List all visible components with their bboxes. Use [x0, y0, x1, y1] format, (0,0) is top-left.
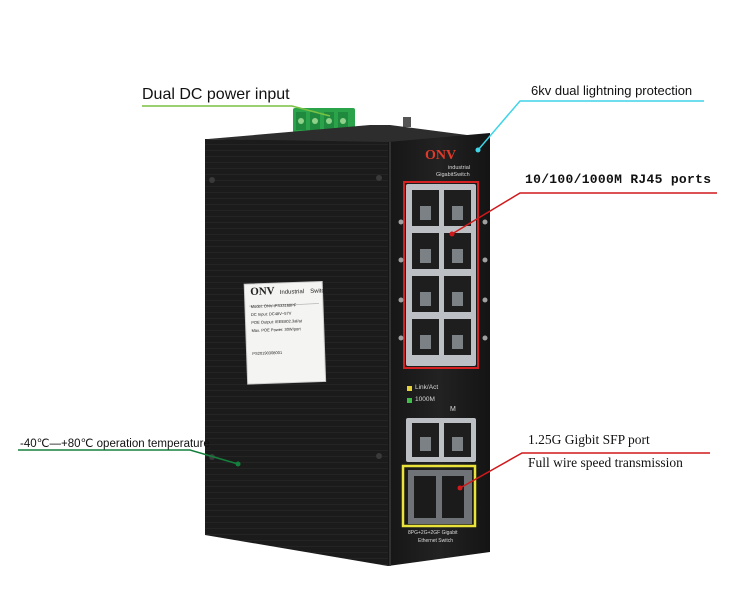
front-brand-logo: ONV — [425, 148, 457, 163]
uplink-rj45-ports — [406, 418, 476, 462]
callout-operation-temperature: -40℃—+80℃ operation temperature — [20, 438, 210, 450]
1000m-led-icon — [407, 398, 412, 403]
lightning-leader-line — [477, 100, 704, 151]
sfp-highlight-box — [401, 464, 477, 528]
callout-wire-speed: Full wire speed transmission — [528, 455, 683, 470]
led-1000m-label: 1000M — [415, 396, 435, 403]
rj45-port-block — [406, 184, 476, 366]
sfp-port-number: M — [450, 406, 456, 413]
link-act-led-icon — [407, 386, 412, 391]
front-subtitle-1: industrial — [448, 165, 471, 171]
rj45-leader-dot — [449, 231, 455, 237]
rj45-leader-line — [451, 192, 717, 235]
temp-leader-dot — [235, 461, 241, 467]
front-subtitle-2: GigabitSwitch — [436, 172, 470, 178]
callout-sfp-port: 1.25G Gigbit SFP port — [528, 432, 650, 447]
power-terminal-block — [293, 108, 355, 134]
side-label-title-2: Switch — [310, 288, 328, 295]
side-label-dc: DC Input: DC48V~57V — [250, 310, 292, 317]
rj45-highlight-box — [403, 181, 479, 369]
bottom-model-label-2: Ethernet Switch — [418, 538, 454, 544]
side-product-label — [243, 280, 327, 385]
side-label-model: Model: ONV-IPS33168PF — [250, 302, 297, 309]
side-label-poe: POE Output: IEEE802.3af/at — [251, 318, 303, 325]
side-label-power: Max. POE Power: 30W/port — [251, 326, 301, 333]
sfp-port-block — [408, 470, 472, 524]
link-act-label: Link/Act — [415, 384, 439, 391]
ground-screw — [403, 117, 411, 127]
bottom-model-label-1: 8PG+2G+2GF Gigabit — [408, 530, 458, 536]
callout-rj45-ports: 10/100/1000M RJ45 ports — [525, 172, 712, 187]
screw-icon — [376, 453, 382, 459]
screw-icon — [376, 175, 382, 181]
port-led-row — [398, 219, 488, 341]
temp-leader-line — [18, 449, 239, 465]
side-label-brand: ONV — [250, 285, 275, 298]
sfp-leader-line — [459, 452, 710, 489]
callout-power-input: Dual DC power input — [142, 86, 290, 103]
callout-lightning-protection: 6kv dual lightning protection — [531, 83, 693, 98]
side-label-text: ONV Industrial Switch Model: ONV-IPS3316… — [250, 283, 328, 356]
power-leader-line — [142, 105, 331, 117]
side-label-title-1: Industrial — [279, 289, 305, 296]
lightning-leader-dot — [475, 147, 481, 153]
screw-icon — [209, 177, 215, 183]
sfp-leader-dot — [457, 485, 463, 491]
